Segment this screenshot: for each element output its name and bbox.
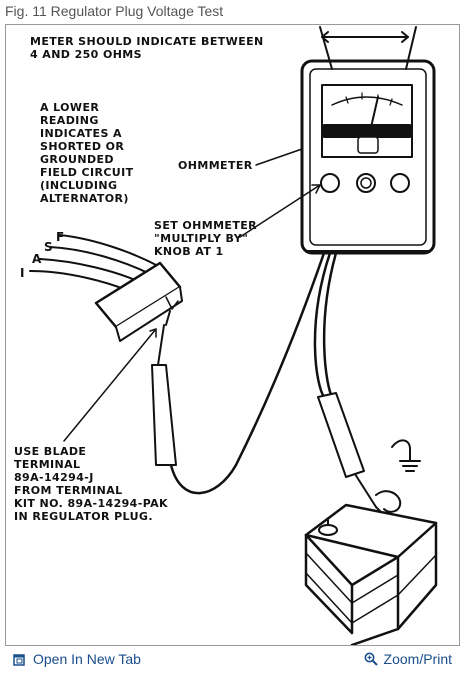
zoom-print-button[interactable]: Zoom/Print [356, 651, 460, 667]
lower-reading-line: READING [40, 114, 99, 127]
ground-symbol [391, 439, 421, 472]
open-in-new-tab-button[interactable]: Open In New Tab [5, 651, 149, 667]
lower-reading-line: (INCLUDING [40, 179, 117, 192]
lower-reading-line: FIELD CIRCUIT [40, 166, 134, 179]
test-leads [169, 251, 338, 495]
lead-a-label: A [32, 252, 42, 266]
zoom-print-label: Zoom/Print [383, 651, 452, 667]
diagram-labels: METER SHOULD INDICATE BETWEEN 4 AND 250 … [14, 35, 264, 523]
meter-indicate-line1: METER SHOULD INDICATE BETWEEN [30, 35, 264, 48]
figure-frame: METER SHOULD INDICATE BETWEEN 4 AND 250 … [5, 24, 460, 646]
battery [304, 503, 438, 645]
ohmmeter [300, 59, 436, 255]
lead-f-label: F [56, 230, 64, 244]
set-ohmmeter-line: KNOB AT 1 [154, 245, 224, 258]
width-arrows [319, 26, 417, 70]
battery-probe [317, 392, 402, 518]
lower-reading-note: A LOWER READING INDICATES A SHORTED OR G… [40, 101, 134, 205]
use-blade-line: TERMINAL [14, 458, 80, 471]
ohmmeter-label: OHMMETER [178, 159, 253, 172]
pointer-lines [63, 148, 321, 442]
lower-reading-line: A LOWER [40, 101, 99, 114]
external-window-icon [13, 652, 27, 666]
figure-footer: Open In New Tab Zoom/Print [5, 646, 460, 672]
figure-caption: Fig. 11 Regulator Plug Voltage Test [5, 3, 224, 19]
use-blade-line: IN REGULATOR PLUG. [14, 510, 153, 523]
use-blade-line: FROM TERMINAL [14, 484, 123, 497]
lower-reading-line: ALTERNATOR) [40, 192, 129, 205]
plug-probe [151, 324, 177, 466]
open-in-new-tab-label: Open In New Tab [33, 651, 141, 667]
lower-reading-line: GROUNDED [40, 153, 114, 166]
lead-s-label: S [44, 240, 53, 254]
lower-reading-line: INDICATES A [40, 127, 122, 140]
zoom-magnifier-icon [364, 652, 378, 666]
use-blade-note: USE BLADE TERMINAL 89A-14294-J FROM TERM… [14, 445, 168, 523]
regulator-plug [29, 234, 183, 342]
use-blade-line: 89A-14294-J [14, 471, 94, 484]
set-ohmmeter-line: "MULTIPLY BY" [154, 232, 248, 245]
meter-indicate-line2: 4 AND 250 OHMS [30, 48, 142, 61]
lower-reading-line: SHORTED OR [40, 140, 124, 153]
use-blade-line: KIT NO. 89A-14294-PAK [14, 497, 168, 510]
set-ohmmeter-note: SET OHMMETER "MULTIPLY BY" KNOB AT 1 [154, 219, 257, 258]
wiring-diagram: METER SHOULD INDICATE BETWEEN 4 AND 250 … [14, 26, 438, 645]
use-blade-line: USE BLADE [14, 445, 86, 458]
lead-i-label: I [20, 266, 24, 280]
set-ohmmeter-line: SET OHMMETER [154, 219, 257, 232]
